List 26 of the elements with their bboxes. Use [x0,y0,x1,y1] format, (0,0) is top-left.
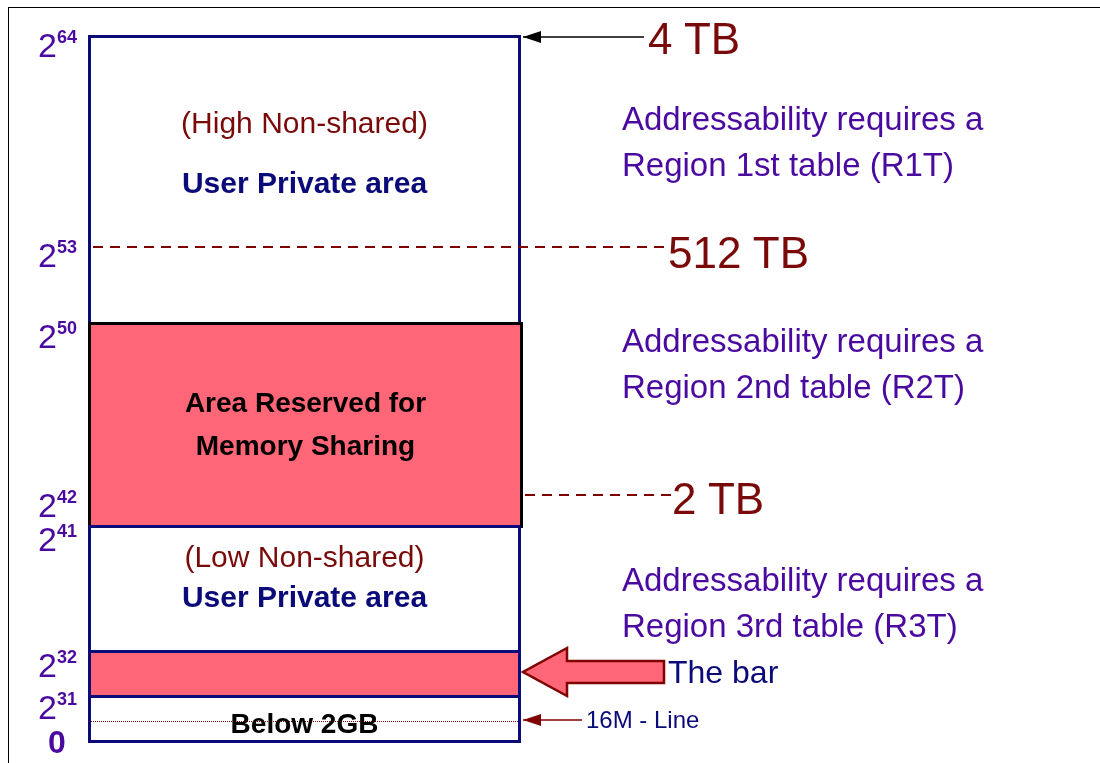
region-note: (High Non-shared) [181,105,428,141]
axis-label: 2$^{53}$ [38,235,77,276]
arrow [522,714,583,726]
region-note: (Low Non-shared) [184,539,425,575]
memory-region-box [88,35,521,325]
memory-region-box [88,525,521,653]
axis-label: 2$^{64}$ [38,25,77,66]
reserved-area-box [88,322,523,528]
note-text: Addressability requires a Region 1st table (R1T) [622,99,985,186]
region-name: Below 2GB [230,707,379,741]
axis-label: 2$^{50}$ [38,316,77,357]
axis-label: 2$^{32}$ [38,645,77,686]
region-name: Area Reserved for Memory Sharing [183,386,428,464]
bar-label: The bar [668,654,779,691]
size-label: 512 TB [668,228,810,278]
bar-band [88,650,521,698]
region-name: User Private area [181,165,428,201]
arrow [522,31,645,43]
memory-region-box [88,695,521,743]
size-label: 4 TB [648,14,741,64]
region-name: User Private area [181,579,428,615]
block-arrow [520,645,666,699]
line-label: 16M - Line [586,706,700,734]
size-label: 2 TB [672,474,765,524]
note-text: Addressability requires a Region 3rd table (R3T) [622,560,985,647]
note-text: Addressability requires a Region 2nd table (R2T) [622,321,985,408]
